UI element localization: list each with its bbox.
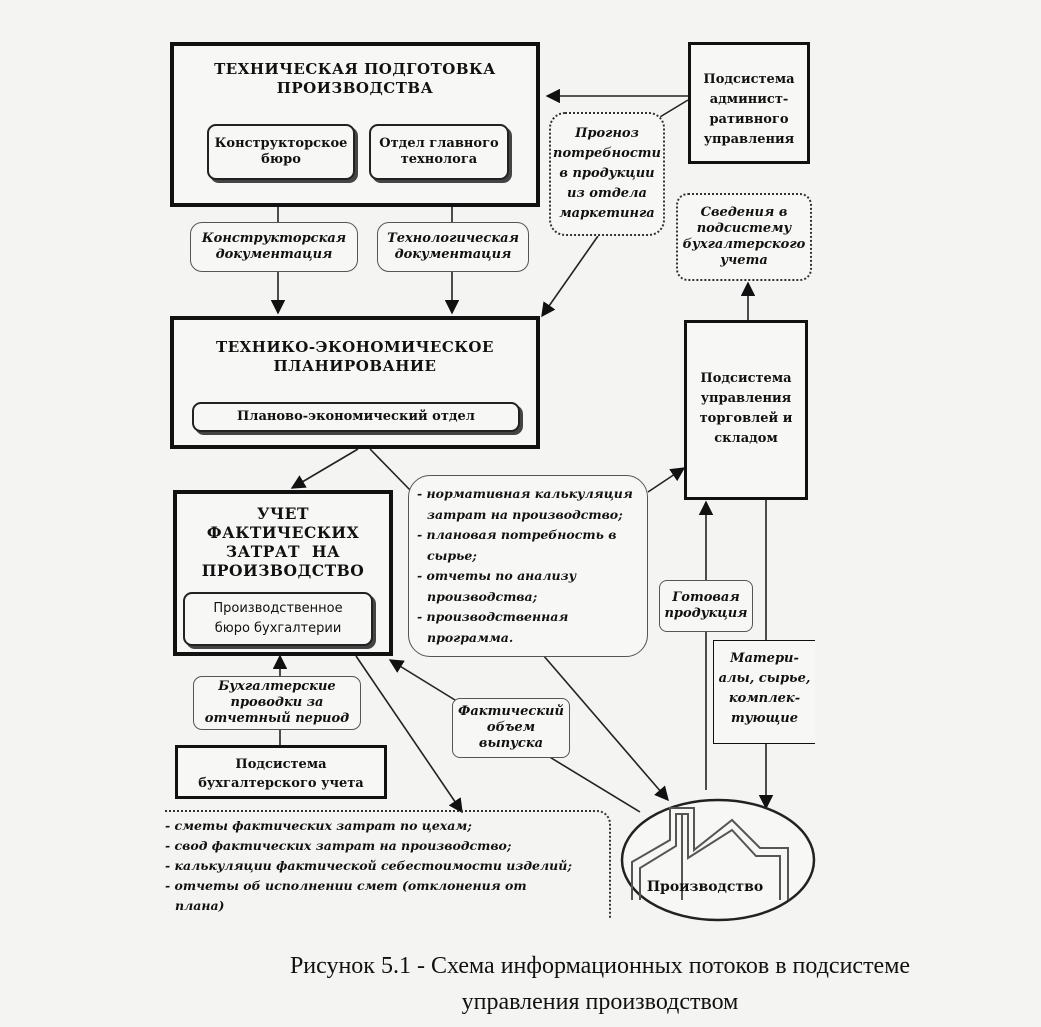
technical-preparation-box: ТЕХНИЧЕСКАЯ ПОДГОТОВКА ПРОИЗВОДСТВА Конс… (170, 42, 540, 207)
materials-note: Матери-алы, сырье, комплек-тующие (713, 640, 815, 744)
actual-cost-reports: - сметы фактических затрат по цехам; - с… (165, 810, 611, 918)
planning-economic-department: Планово-экономический отдел (192, 402, 520, 432)
production-unit (620, 798, 816, 922)
accounting-subsystem: Подсистема бухгалтерского учета (175, 745, 387, 799)
planning-title-2: ПЛАНИРОВАНИЕ (273, 357, 437, 375)
technical-preparation-title-1: ТЕХНИЧЕСКАЯ ПОДГОТОВКА (214, 60, 496, 78)
technical-economic-planning-box: ТЕХНИКО-ЭКОНОМИЧЕСКОЕ ПЛАНИРОВАНИЕ Плано… (170, 316, 540, 449)
planning-title-1: ТЕХНИКО-ЭКОНОМИЧЕСКОЕ (216, 338, 494, 356)
planning-outputs-note: - нормативная калькуляция затрат на прои… (408, 475, 648, 657)
figure-caption: Рисунок 5.1 - Схема информационных поток… (150, 948, 1041, 1020)
production-label: Производство (646, 879, 764, 895)
figure-caption-line-2: управления производством (461, 989, 739, 1015)
actual-cost-accounting-box: УЧЕТ ФАКТИЧЕСКИХ ЗАТРАТ НА ПРОИЗВОДСТВО … (173, 490, 393, 656)
technical-preparation-title-2: ПРОИЗВОДСТВА (276, 79, 434, 97)
figure-caption-line-1: Рисунок 5.1 - Схема информационных поток… (289, 953, 911, 979)
